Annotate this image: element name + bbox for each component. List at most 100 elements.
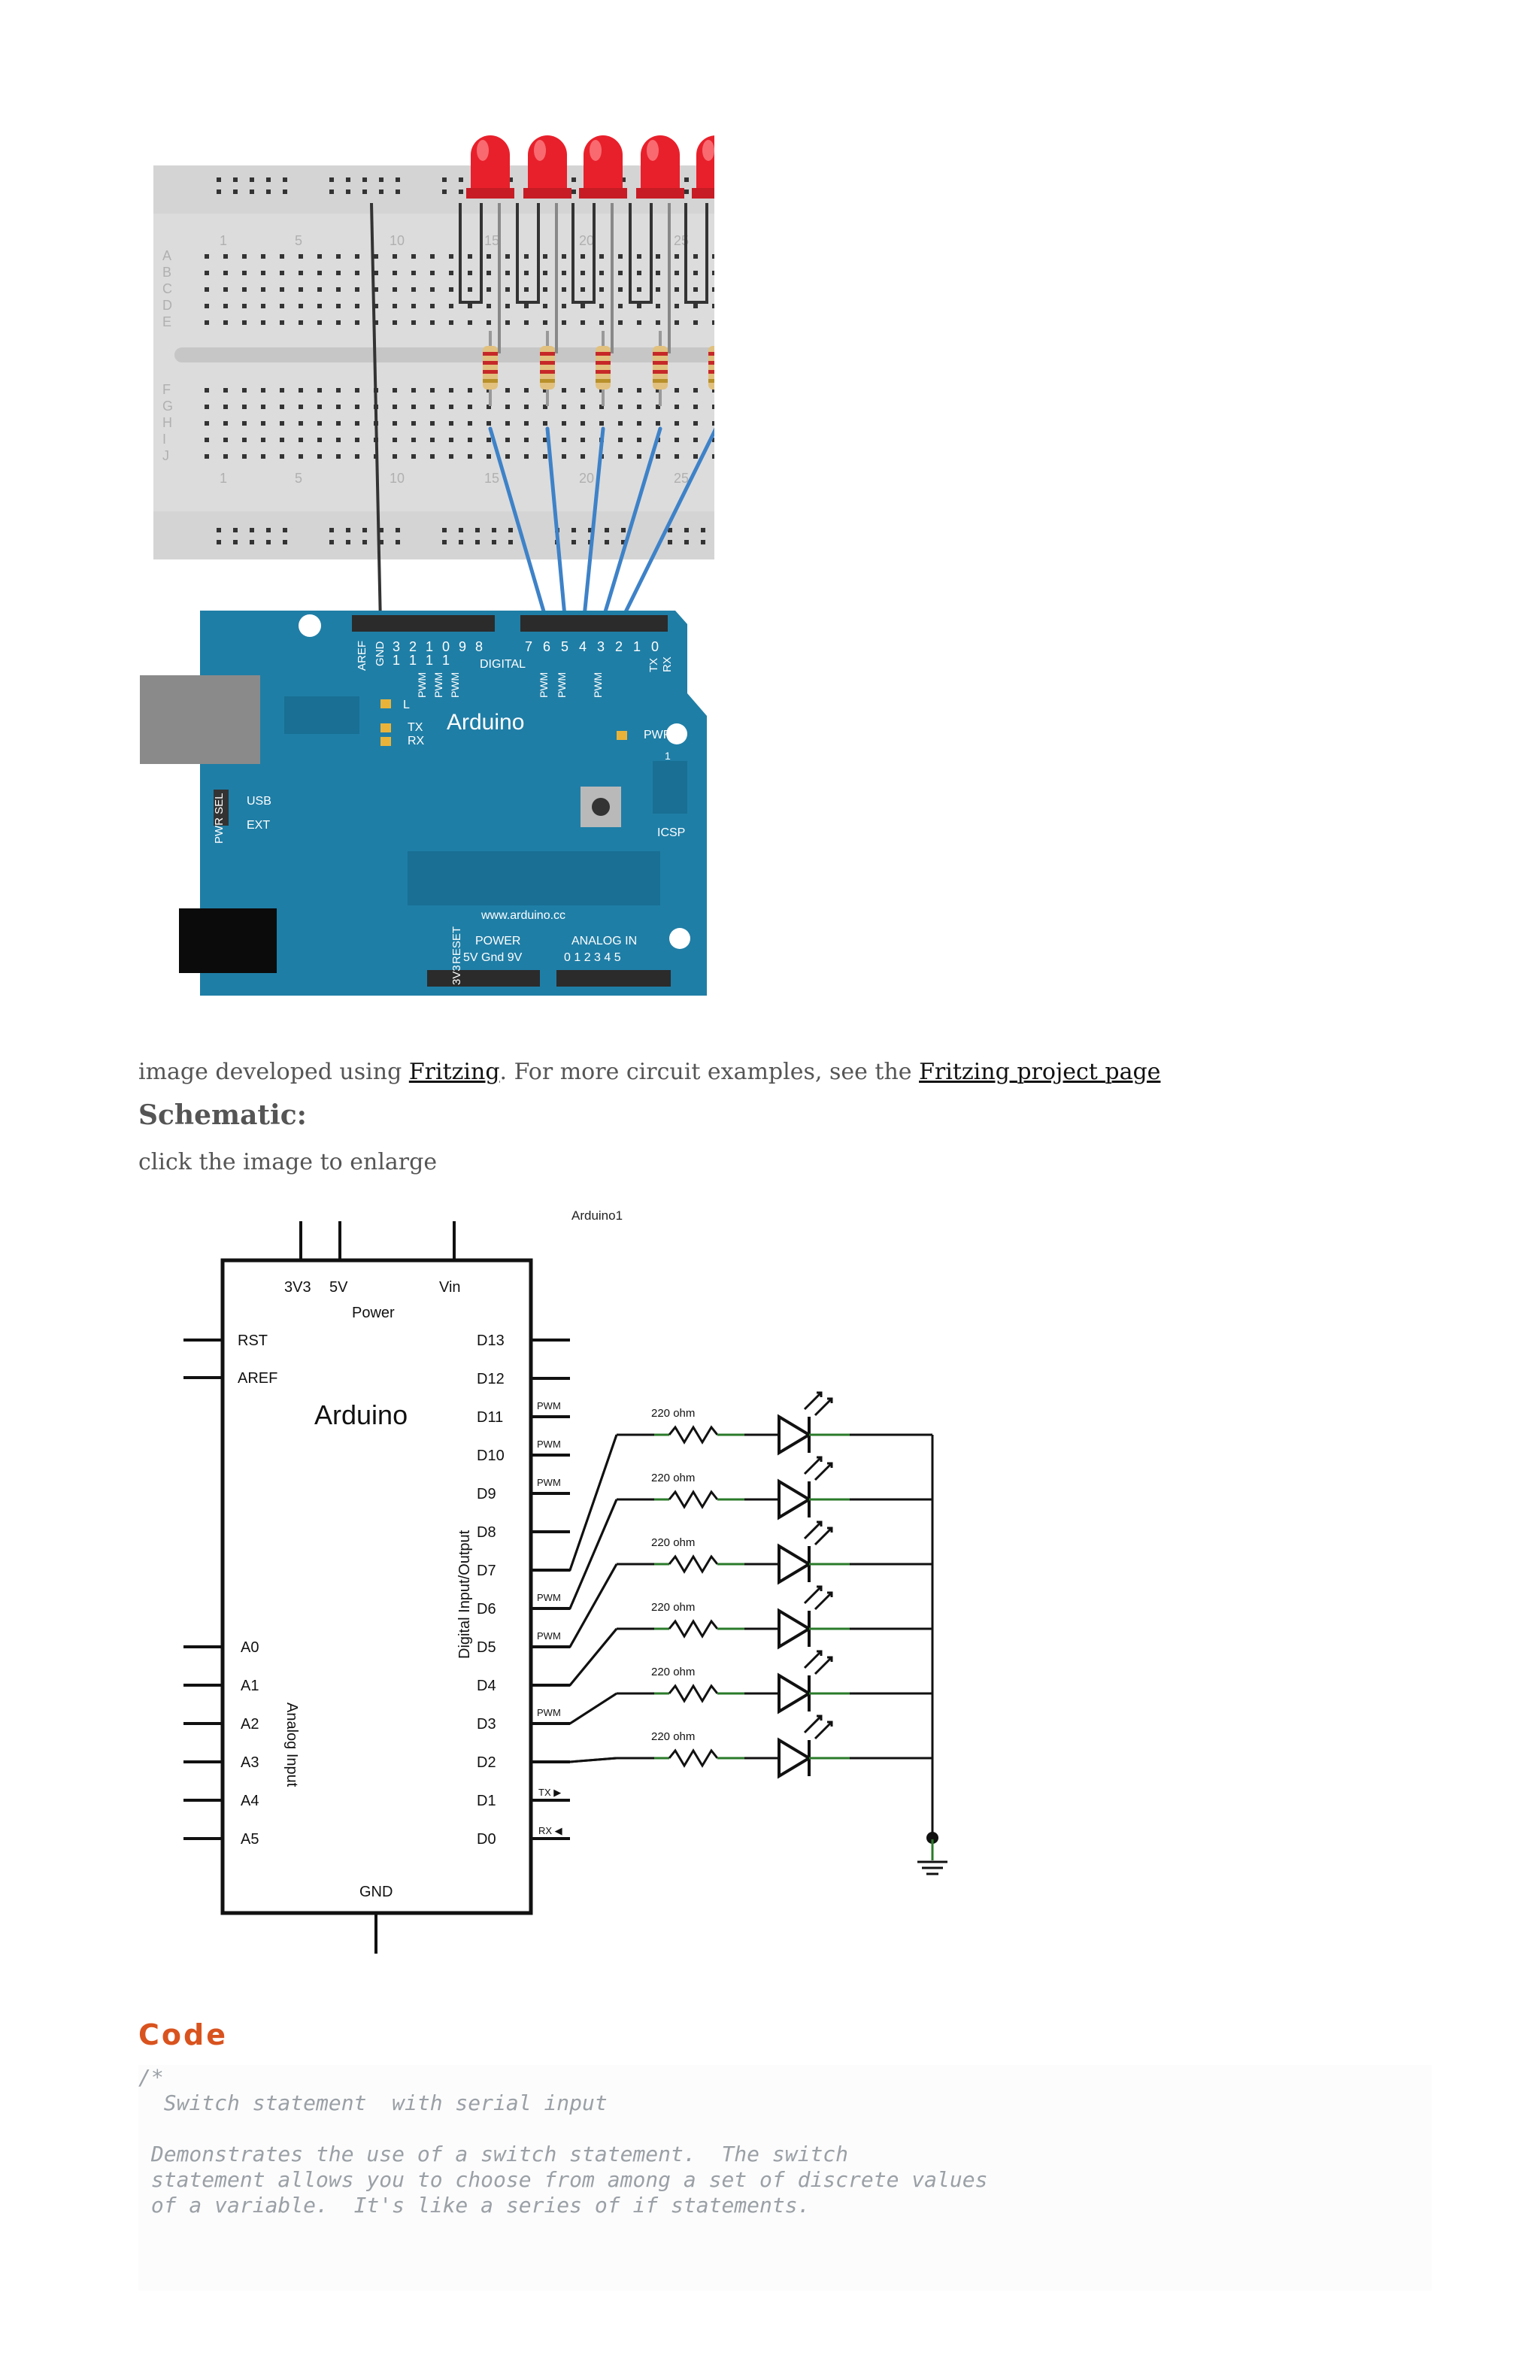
light-arrow-icon bbox=[803, 1456, 823, 1475]
resistor-symbol bbox=[668, 1425, 719, 1445]
pin-number: 4 bbox=[579, 639, 587, 654]
red-led bbox=[641, 135, 680, 191]
pwm-tag: PWM bbox=[537, 1477, 561, 1488]
usb-jack bbox=[140, 675, 260, 764]
analog-group-label: Analog Input bbox=[283, 1702, 300, 1787]
pin-number: 1 bbox=[442, 653, 450, 668]
schematic-image[interactable]: Arduino1 3V3 5V Vin Power Arduino GND An… bbox=[173, 1200, 970, 1960]
fritzing-project-link[interactable]: Fritzing project page bbox=[919, 1059, 1161, 1085]
pin-label: D1 bbox=[477, 1793, 496, 1809]
resistor-symbol bbox=[668, 1619, 719, 1639]
chip-name: Arduino bbox=[314, 1399, 408, 1430]
pin-label: RST bbox=[238, 1332, 268, 1349]
resistor-band bbox=[653, 379, 668, 383]
pin-label: D6 bbox=[477, 1601, 496, 1617]
resistor-band bbox=[483, 370, 498, 374]
pin-number: 3 bbox=[597, 639, 605, 654]
resistor-band bbox=[596, 379, 611, 383]
pin-label: A4 bbox=[241, 1793, 259, 1809]
led-rim bbox=[523, 188, 571, 199]
signal-wire bbox=[617, 427, 714, 626]
pwr-sel-label: PWR SEL bbox=[213, 793, 226, 844]
led-symbol bbox=[778, 1543, 812, 1585]
v3-label: 3V3 bbox=[450, 965, 463, 985]
resistor bbox=[483, 346, 498, 390]
pin-label: A2 bbox=[241, 1716, 259, 1733]
schematic-heading: Schematic: bbox=[138, 1099, 307, 1131]
light-arrow-icon bbox=[814, 1462, 833, 1481]
pin-label: D4 bbox=[477, 1678, 496, 1694]
column-number: 15 bbox=[484, 471, 499, 486]
row-letter: F bbox=[162, 382, 171, 397]
pin-3v3: 3V3 bbox=[284, 1279, 311, 1296]
pwm-tag: PWM bbox=[537, 1630, 561, 1642]
pin-label: A3 bbox=[241, 1754, 259, 1771]
pin-number: 1 bbox=[633, 639, 641, 654]
resistor-band bbox=[483, 379, 498, 383]
pin-number: 5 bbox=[561, 639, 568, 654]
digital-label: DIGITAL bbox=[480, 658, 526, 671]
column-number: 20 bbox=[579, 471, 594, 486]
resistor-band bbox=[540, 352, 555, 356]
led-leg bbox=[629, 203, 653, 304]
pin-label: AREF bbox=[238, 1370, 277, 1387]
row-letter: G bbox=[162, 399, 173, 414]
pwm-tag: PWM bbox=[537, 1400, 561, 1411]
light-arrow-icon bbox=[803, 1391, 823, 1411]
resistor-band bbox=[483, 361, 498, 365]
breadboard-illustration: 115510101515202025253030ABCDEFGHIJ Ardui… bbox=[140, 135, 714, 996]
arduino-block bbox=[220, 1258, 533, 1915]
icsp-pin1-label: 1 bbox=[665, 750, 671, 762]
led-highlight bbox=[477, 140, 489, 161]
power-label: POWER bbox=[475, 935, 520, 947]
led-leg bbox=[684, 203, 708, 304]
pwm-label: PWM bbox=[416, 672, 428, 698]
red-led bbox=[528, 135, 567, 191]
led-highlight bbox=[590, 140, 602, 161]
pin-gnd: GND bbox=[359, 1884, 393, 1900]
column-number: 10 bbox=[390, 471, 405, 486]
led-array bbox=[459, 135, 714, 626]
column-number: 1 bbox=[220, 471, 227, 486]
resistor-band bbox=[540, 370, 555, 374]
fritzing-link[interactable]: Fritzing bbox=[408, 1059, 500, 1085]
pwm-label: PWM bbox=[592, 672, 604, 698]
rx-pin-label: RX bbox=[661, 656, 674, 672]
led-symbol bbox=[778, 1414, 812, 1456]
aref-label: AREF bbox=[356, 641, 368, 671]
column-number: 5 bbox=[295, 471, 302, 486]
pwr-label: PWR bbox=[644, 729, 671, 741]
pin-number: 2 bbox=[409, 639, 417, 654]
pin-label: D11 bbox=[477, 1409, 503, 1426]
code-line: statement allows you to choose from amon… bbox=[138, 2167, 988, 2192]
resistor-symbol bbox=[668, 1490, 719, 1509]
signal-wire bbox=[581, 426, 605, 626]
led-rim bbox=[579, 188, 627, 199]
pin-label: D10 bbox=[477, 1448, 505, 1464]
resistor bbox=[596, 346, 611, 390]
column-number: 1 bbox=[220, 233, 227, 248]
rx-tag: RX ◀ bbox=[538, 1825, 562, 1836]
code-line: Demonstrates the use of a switch stateme… bbox=[138, 2142, 849, 2166]
pwm-tag: PWM bbox=[537, 1707, 561, 1718]
row-letter: A bbox=[162, 248, 171, 263]
pwm-label: PWM bbox=[556, 672, 568, 698]
resistor-band bbox=[708, 361, 714, 365]
light-arrow-icon bbox=[814, 1397, 833, 1417]
pin-label: D13 bbox=[477, 1332, 505, 1349]
red-led bbox=[471, 135, 510, 191]
gnd-wire bbox=[370, 202, 382, 625]
pin-number: 3 bbox=[393, 639, 400, 654]
light-arrow-icon bbox=[803, 1585, 823, 1605]
resistor bbox=[708, 346, 714, 390]
resistor-band bbox=[596, 352, 611, 356]
power-group-label: Power bbox=[352, 1305, 395, 1321]
rx-label: RX bbox=[408, 735, 425, 747]
resistor-symbol bbox=[668, 1554, 719, 1574]
light-arrow-icon bbox=[803, 1520, 823, 1540]
pwm-tag: PWM bbox=[537, 1439, 561, 1450]
trace bbox=[568, 1434, 618, 1571]
click-to-enlarge-note: click the image to enlarge bbox=[138, 1149, 438, 1175]
column-number: 15 bbox=[484, 233, 499, 248]
url-label: www.arduino.cc bbox=[480, 909, 565, 922]
